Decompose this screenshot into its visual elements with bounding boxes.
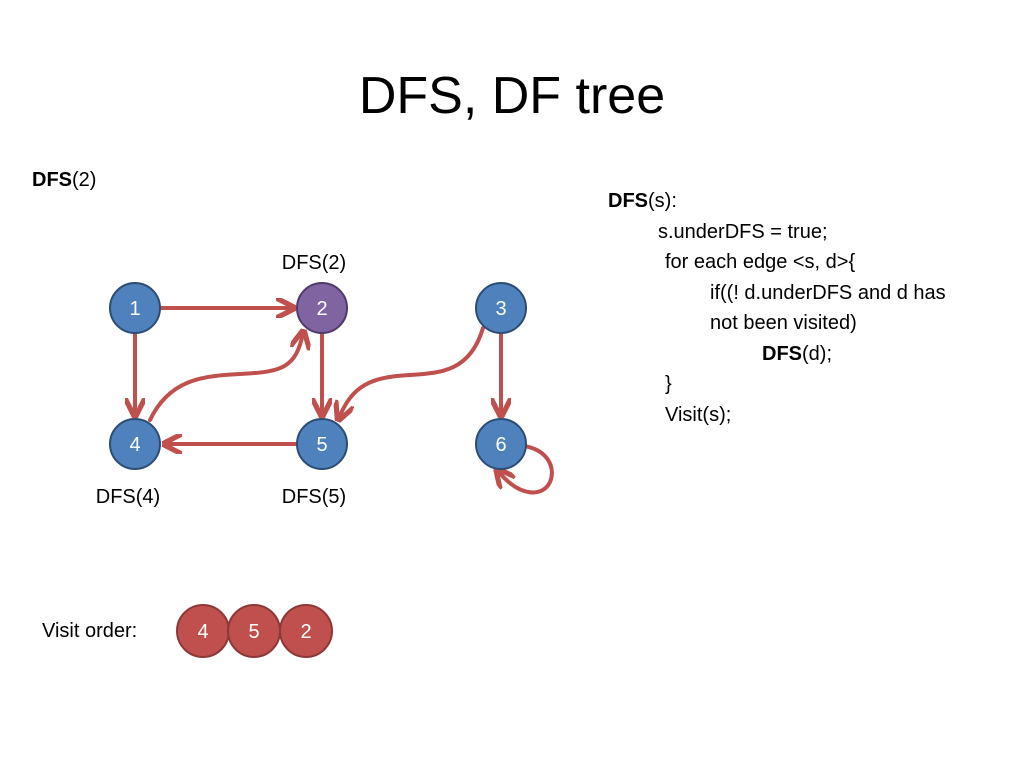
current-call-arg: (2)	[72, 169, 97, 191]
pseudocode-line-3: for each edge <s, d>{	[665, 251, 856, 273]
node-3-label: 3	[495, 298, 506, 320]
node-4-label: 4	[129, 434, 140, 456]
current-call-func: DFS	[32, 169, 72, 191]
edge-6-6	[498, 444, 554, 495]
visit-order-item: 5	[227, 604, 281, 658]
node-6-label: 6	[495, 434, 506, 456]
pseudocode-line-6: DFS(d);	[608, 339, 1008, 370]
pseudocode-func-name: DFS	[608, 190, 648, 212]
visit-order-item-label: 5	[248, 621, 259, 643]
dfs-label-node-4: DFS(4)	[96, 486, 160, 508]
visit-order-label: Visit order:	[42, 620, 138, 642]
visit-order-item-label: 4	[197, 621, 208, 643]
pseudocode-recursive-call-arg: (d);	[802, 342, 832, 365]
pseudocode-line-1: DFS(s):	[608, 186, 1008, 217]
node-2: 2	[296, 282, 348, 334]
node-5-label: 5	[316, 434, 327, 456]
pseudocode-line-5: not been visited)	[710, 312, 857, 334]
dfs-label-node-5: DFS(5)	[282, 486, 346, 508]
edge-4-2	[148, 333, 303, 422]
pseudocode-line-2: s.underDFS = true;	[658, 220, 828, 243]
node-4: 4	[109, 418, 161, 470]
visit-order-list: 4 5 2	[176, 604, 333, 658]
slide-title: DFS, DF tree	[358, 67, 666, 125]
dfs-label-node-2: DFS(2)	[282, 252, 346, 274]
node-1-label: 1	[129, 298, 140, 320]
pseudocode-line-7: }	[665, 373, 672, 395]
pseudocode-line-8: Visit(s);	[665, 403, 732, 426]
graph-edges	[135, 308, 554, 495]
pseudocode-block: DFS(s): s.underDFS = true; for each edge…	[608, 186, 1008, 430]
edge-3-5	[339, 326, 485, 418]
pseudocode-signature: (s):	[648, 190, 677, 212]
current-call-label: DFS(2)	[32, 166, 96, 194]
visit-order-item: 2	[279, 604, 333, 658]
pseudocode-recursive-call-func: DFS	[762, 342, 802, 365]
node-3: 3	[475, 282, 527, 334]
pseudocode-line-4: if((! d.underDFS and d has	[710, 281, 946, 304]
node-6: 6	[475, 418, 527, 470]
visit-order-item-label: 2	[300, 621, 311, 643]
node-1: 1	[109, 282, 161, 334]
node-2-label: 2	[316, 298, 327, 320]
visit-order-item: 4	[176, 604, 230, 658]
node-5: 5	[296, 418, 348, 470]
